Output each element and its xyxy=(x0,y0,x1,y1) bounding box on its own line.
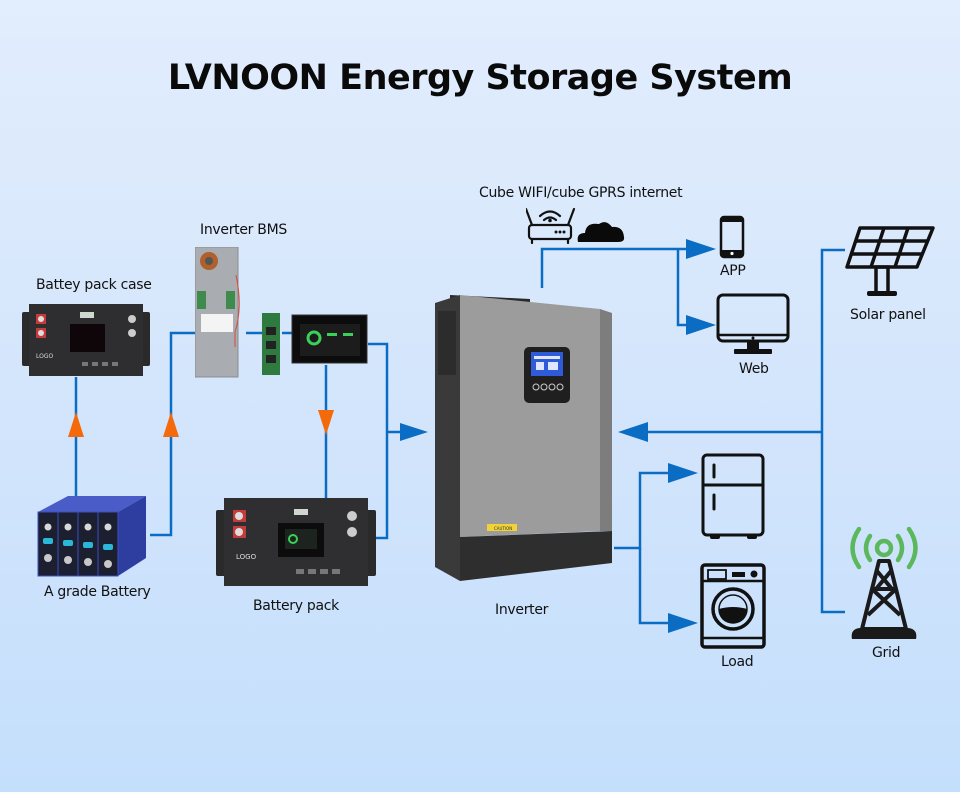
wire-load-branch xyxy=(638,548,672,625)
wire-inverter-to-internet xyxy=(540,247,688,288)
arrow-to-web xyxy=(686,315,716,335)
inverter-image: CAUTION xyxy=(435,295,612,581)
solar-panel-icon xyxy=(845,226,935,296)
internet-icons xyxy=(526,207,625,245)
battery-pack-image: LOGO xyxy=(216,498,376,586)
arrow-up-to-bms xyxy=(163,412,179,437)
smartphone-icon xyxy=(719,215,745,259)
arrow-to-inverter-left xyxy=(400,423,428,441)
caution-sticker: CAUTION xyxy=(494,526,512,531)
refrigerator-icon xyxy=(701,453,765,539)
arrow-to-app xyxy=(686,239,716,259)
app-label: APP xyxy=(720,263,746,279)
arrow-to-inverter-right xyxy=(618,422,648,442)
monitor-icon xyxy=(716,293,790,354)
wire-display-to-inverter xyxy=(368,342,389,540)
a-grade-battery-image xyxy=(37,496,146,577)
washing-machine-icon xyxy=(700,563,766,649)
battery-pack-label: Battery pack xyxy=(253,598,339,614)
inverter-label: Inverter xyxy=(495,602,549,618)
arrow-up-to-case xyxy=(68,412,84,437)
grid-label: Grid xyxy=(872,645,901,661)
arrow-to-washer xyxy=(668,613,698,633)
solar-panel-label: Solar panel xyxy=(850,307,926,323)
cloud-icon xyxy=(577,222,625,242)
internet-label: Cube WIFI/cube GPRS internet xyxy=(479,185,683,201)
wire-inverter-to-load xyxy=(614,471,672,550)
battery-pack-case-image: LOGO xyxy=(22,304,150,376)
arrow-down-to-pack xyxy=(318,410,334,435)
wifi-router-icon xyxy=(526,207,576,245)
wire-solar-grid-bus xyxy=(820,248,845,614)
web-label: Web xyxy=(739,361,769,377)
page-title: LVNOON Energy Storage System xyxy=(167,58,793,98)
a-grade-battery-label: A grade Battery xyxy=(44,584,151,600)
pack-logo: LOGO xyxy=(236,553,257,561)
inverter-bms-label: Inverter BMS xyxy=(200,222,287,238)
case-logo: LOGO xyxy=(36,353,54,360)
battery-pack-case-label: Battey pack case xyxy=(36,277,152,293)
inverter-bms-image xyxy=(195,247,368,378)
wire-internet-to-web xyxy=(676,249,688,327)
arrow-to-fridge xyxy=(668,463,698,483)
load-label: Load xyxy=(721,654,754,670)
transmission-tower-icon xyxy=(850,527,918,639)
